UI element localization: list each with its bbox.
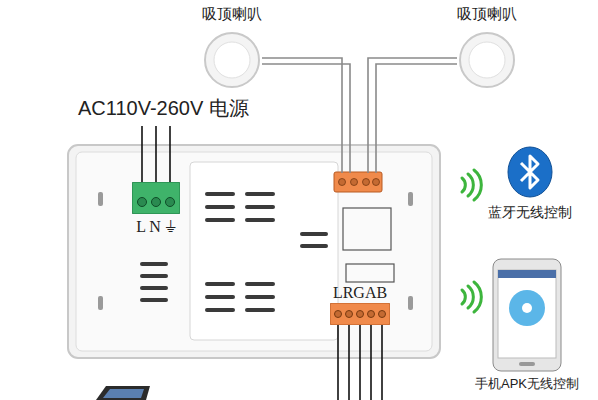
panel-raised-block <box>190 162 338 340</box>
speaker-terminal <box>334 172 382 192</box>
speaker-body <box>205 33 259 87</box>
speaker-grille <box>469 42 505 78</box>
speaker-shape <box>458 31 516 89</box>
speaker-body <box>460 33 514 87</box>
terminal-screw <box>368 311 375 318</box>
node-label: L N ⏚ <box>136 217 176 236</box>
terminal-screw <box>357 311 364 318</box>
terminal-screws <box>339 179 380 186</box>
panel-housing <box>68 145 440 358</box>
phone-screen <box>498 270 556 358</box>
terminal-screw <box>346 311 353 318</box>
orange-terminal-node: LRGAB <box>330 283 390 325</box>
panel-recess <box>343 208 391 250</box>
terminal-screw <box>152 198 161 207</box>
phone-status-bar <box>498 270 556 278</box>
orange-terminal-shape <box>330 303 390 325</box>
node-label: 手机APK无线控制 <box>475 376 579 392</box>
bluetooth-rune <box>521 156 538 188</box>
green-terminal-shape <box>132 182 180 214</box>
node-label: 吸顶喇叭 <box>202 5 262 23</box>
phone-button <box>519 362 535 366</box>
power-wire <box>142 126 170 190</box>
speaker-shape <box>203 31 261 89</box>
speaker-node: 吸顶喇叭 <box>202 5 262 89</box>
phone-body <box>493 259 561 371</box>
speaker-wire <box>262 58 457 173</box>
power-terminal <box>132 182 180 214</box>
power-label: AC110V-260V 电源 <box>78 96 249 120</box>
node-label: 吸顶喇叭 <box>457 5 517 23</box>
wireless-signal <box>462 170 481 312</box>
terminal-screw <box>379 311 386 318</box>
control-wire <box>338 324 382 400</box>
bluetooth-node: 蓝牙无线控制 <box>488 146 572 221</box>
node-label: 蓝牙无线控制 <box>488 204 572 221</box>
phone-node: 手机APK无线控制 <box>475 258 579 392</box>
node-label: LRGAB <box>333 283 387 302</box>
phone-shape <box>492 258 562 372</box>
bluetooth-shape <box>505 146 555 198</box>
app-disc <box>509 290 545 326</box>
panel-face <box>76 152 432 351</box>
terminal-screw <box>166 198 175 207</box>
speaker-grille <box>214 42 250 78</box>
laptop-screen <box>103 389 144 398</box>
bluetooth-icon <box>508 147 552 197</box>
terminal-screw <box>138 198 147 207</box>
speaker-node: 吸顶喇叭 <box>457 5 517 89</box>
laptop-icon <box>96 386 150 400</box>
green-terminal-node: L N ⏚ <box>132 182 180 236</box>
terminal-screw <box>335 311 342 318</box>
app-disc-center <box>522 303 532 313</box>
panel-recess <box>346 264 394 282</box>
control-terminal <box>330 303 390 325</box>
